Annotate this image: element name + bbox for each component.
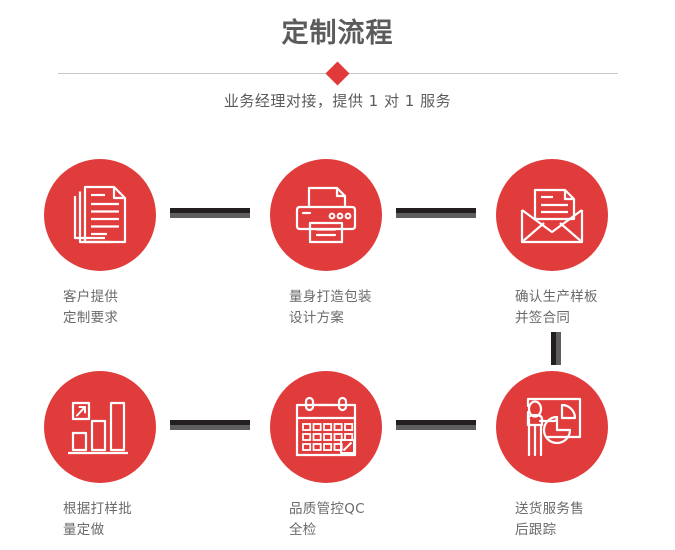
page-subtitle: 业务经理对接，提供 1 对 1 服务 — [223, 92, 452, 110]
flow-step-6-circle — [496, 371, 608, 483]
flow-step-2-label: 量身打造包装 设计方案 — [289, 289, 372, 326]
flow-step-3-circle — [496, 159, 608, 271]
diamond-icon — [325, 61, 350, 86]
flow-step-3[interactable]: 确认生产样板 并签合同 — [490, 159, 670, 329]
flow-step-1-circle — [44, 159, 156, 271]
connector-bar-dark — [551, 332, 556, 365]
flow-step-5-label: 品质管控QC 全检 — [289, 501, 365, 538]
envelope-letter-icon — [520, 188, 584, 244]
presenter-pie-chart-icon — [526, 397, 582, 457]
connector-step2-step3 — [396, 208, 476, 218]
flow-step-4[interactable]: 根据打样批 量定做 — [38, 371, 218, 541]
calendar-check-icon — [295, 396, 357, 457]
flow-step-5[interactable]: 品质管控QC 全检 — [264, 371, 444, 541]
connector-bar-dark — [396, 420, 476, 425]
connector-bar-light — [170, 425, 250, 430]
connector-bar-light — [170, 213, 250, 218]
page-title: 定制流程 — [281, 18, 394, 49]
connector-bar-dark — [396, 208, 476, 213]
flow-step-6-label: 送货服务售 后跟踪 — [515, 501, 584, 538]
flow-step-2[interactable]: 量身打造包装 设计方案 — [264, 159, 444, 329]
printer-icon — [295, 186, 357, 244]
connector-step4-step5 — [170, 420, 250, 430]
bar-chart-growth-icon — [68, 401, 128, 455]
connector-bar-light — [396, 213, 476, 218]
flow-step-3-label: 确认生产样板 并签合同 — [515, 289, 598, 326]
process-flow: 客户提供 定制要求 — [0, 130, 675, 550]
documents-stack-icon — [73, 185, 127, 244]
title-divider — [58, 61, 618, 86]
header: 定制流程 业务经理对接，提供 1 对 1 服务 — [0, 0, 675, 130]
connector-bar-light — [396, 425, 476, 430]
connector-step3-step6 — [551, 332, 561, 365]
flow-step-4-label: 根据打样批 量定做 — [63, 501, 132, 538]
flow-step-2-circle — [270, 159, 382, 271]
connector-step5-step6 — [396, 420, 476, 430]
flow-step-1[interactable]: 客户提供 定制要求 — [38, 159, 218, 329]
flow-step-4-circle — [44, 371, 156, 483]
flow-step-5-circle — [270, 371, 382, 483]
connector-bar-dark — [170, 208, 250, 213]
flow-step-1-label: 客户提供 定制要求 — [63, 289, 119, 326]
connector-bar-dark — [170, 420, 250, 425]
connector-step1-step2 — [170, 208, 250, 218]
connector-bar-light — [556, 332, 561, 365]
flow-step-6[interactable]: 送货服务售 后跟踪 — [490, 371, 670, 541]
